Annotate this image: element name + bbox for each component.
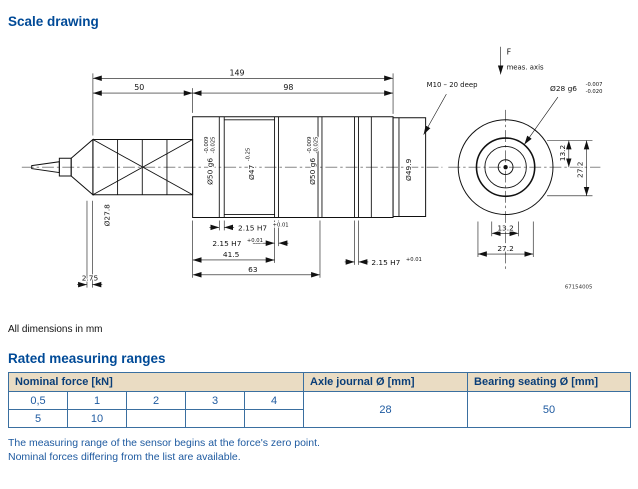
rated-ranges-title: Rated measuring ranges [8,351,166,366]
cell-empty [126,409,186,428]
dim-13-2-bottom: 13.2 [497,223,513,232]
rated-ranges-table: Nominal force [kN] Axle journal Ø [mm] B… [7,372,632,428]
cell-nominal-force: 0,5 [8,391,68,410]
dim-2-75: 2.75 [82,274,99,283]
slot-width-label-1: 2.15 H7 [238,223,267,232]
cell-nominal-force: 3 [185,391,245,410]
centerlines [21,109,601,272]
scale-drawing: 149 50 98 M10 – 20 deep F meas. axis Ø27… [8,39,630,324]
cell-nominal-force: 4 [243,391,305,410]
footnotes: The measuring range of the sensor begins… [8,437,630,463]
dim-63: 63 [248,265,258,274]
cell-empty [185,409,245,428]
thread-callout: M10 – 20 deep [427,81,478,89]
table-row: 0,5 1 2 3 4 28 50 [8,391,632,428]
meas-axis-label: meas. axis [507,63,544,71]
dia-body-label-2: Ø50 g6 [308,158,317,185]
dia-shaft-label: Ø27.8 [103,204,112,227]
slot-width-label-3: 2.15 H7 [371,258,400,267]
cell-axle-journal-value: 28 [303,391,469,428]
end-view [457,119,554,216]
table-header-row: Nominal force [kN] Axle journal Ø [mm] B… [7,372,632,392]
cell-nominal-force: 1 [67,391,127,410]
table-row: 5 10 [8,409,631,428]
dia-journal-tol-lower: -0.020 [586,89,603,95]
dimensions-note: All dimensions in mm [8,324,103,335]
footnote-zero-point: The measuring range of the sensor begins… [8,437,320,449]
dia-body-tol-lower-2: -0.025 [313,137,319,154]
dia-mid-tol: -0.25 [246,148,252,162]
scale-drawing-svg: 149 50 98 M10 – 20 deep F meas. axis Ø27… [21,46,603,292]
dia-journal-label: Ø28 g6 [550,84,577,93]
dim-front-length: 50 [134,83,144,92]
page-title: Scale drawing [8,14,99,29]
dia-body-tol-upper-1: -0.009 [204,137,210,154]
dia-body-tol-upper-2: -0.009 [307,137,313,154]
side-view [31,116,427,218]
dim-27-2-side: 27.2 [576,162,585,178]
cell-nominal-force: 10 [67,409,127,428]
dia-journal-tol-upper: -0.007 [586,82,603,88]
dim-27-2-bottom: 27.2 [497,244,513,253]
dia-body-label-1: Ø50 g6 [205,158,214,185]
cell-bearing-seating-value: 50 [467,391,632,428]
slot-tol-2: +0.01 [247,238,263,244]
dia-mid-label: Ø47 [247,164,256,180]
cell-nominal-force: 5 [8,409,68,428]
dim-41-5: 41.5 [223,250,240,259]
dim-13-2-side: 13.2 [558,145,567,161]
drawing-number: 67154005 [565,285,593,291]
col-header-nominal-force: Nominal force [kN] [7,372,305,392]
cell-nominal-force: 2 [126,391,186,410]
dimension-lines [77,46,593,288]
col-header-axle-journal: Axle journal Ø [mm] [303,372,469,392]
dim-body-length: 98 [283,83,293,92]
dim-overall-length: 149 [230,68,245,77]
slot-tol-1: +0.01 [273,222,289,228]
col-header-bearing-seating: Bearing seating Ø [mm] [467,372,632,392]
slot-width-label-2: 2.15 H7 [212,239,241,248]
footnote-nominal-forces: Nominal forces differing from the list a… [8,451,241,463]
slot-tol-3: +0.01 [406,257,422,263]
cell-empty [243,409,305,428]
dia-end-label: Ø49.9 [404,158,413,181]
force-label: F [507,48,512,57]
dia-body-tol-lower-1: -0.025 [211,137,217,154]
